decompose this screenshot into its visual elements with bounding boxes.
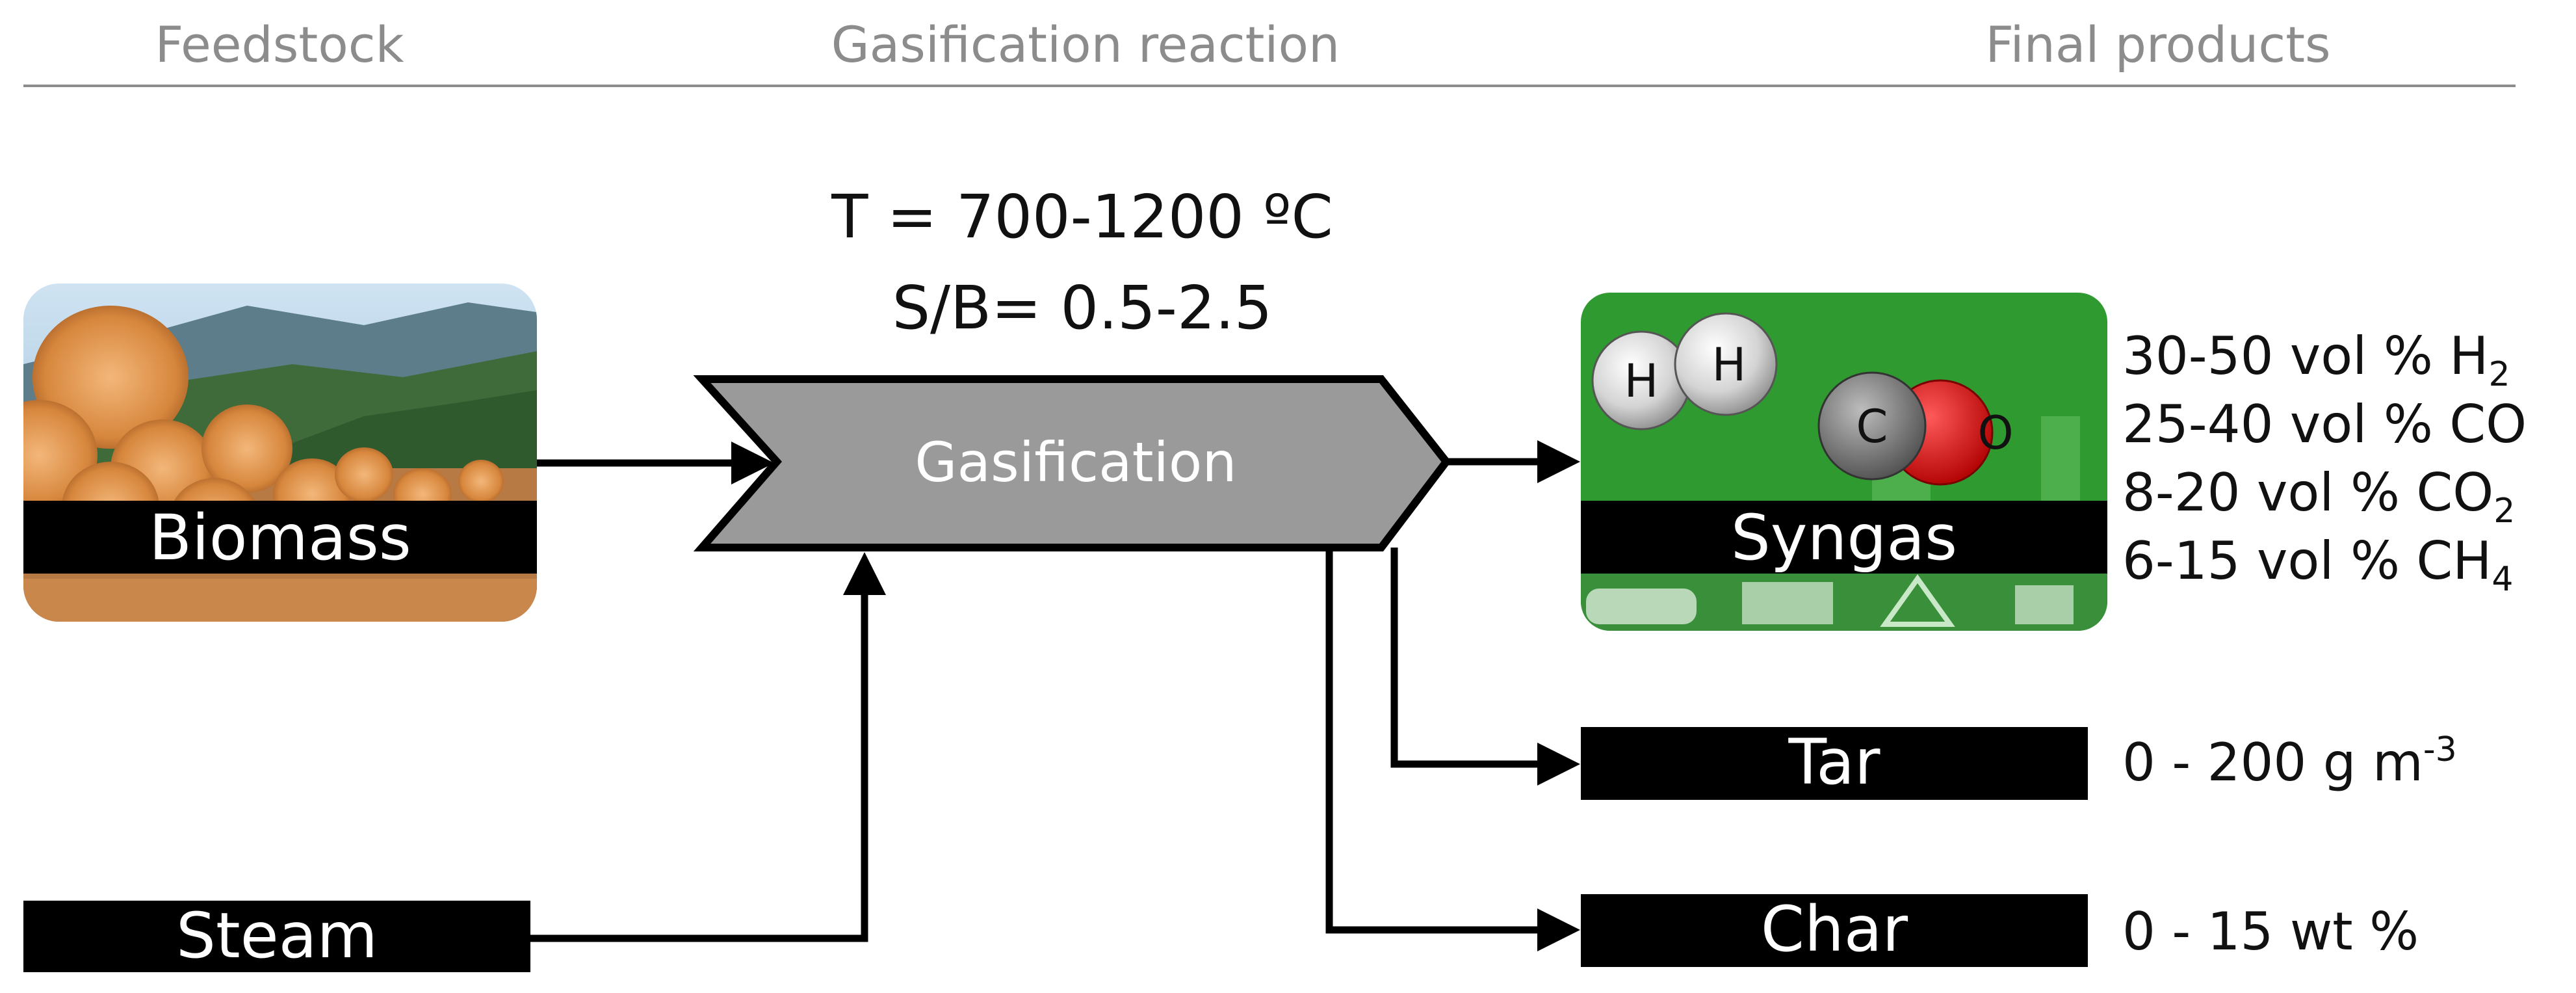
hydrogen-symbol-1: H [1624, 354, 1659, 408]
tar-value: 0 - 200 g m-3 [2122, 730, 2457, 793]
char-value: 0 - 15 wt % [2122, 901, 2419, 962]
hydrogen-symbol-2: H [1712, 338, 1747, 391]
tar-label-bar [1581, 727, 2088, 800]
temperature-condition: T = 700-1200 ºC [831, 182, 1333, 252]
syngas-image [1581, 293, 2107, 631]
syngas-label: Syngas [1731, 501, 1957, 574]
char-label-bar [1581, 894, 2088, 967]
steam-biomass-ratio: S/B= 0.5-2.5 [892, 273, 1273, 343]
steam-to-gasifier-arrow [530, 552, 886, 942]
biomass-image [23, 284, 537, 622]
gasifier-to-tar-arrow [1390, 548, 1580, 786]
biomass-label: Biomass [149, 501, 411, 574]
gasifier-to-char-arrow [1325, 548, 1580, 951]
hydrogen-atom-2 [1674, 312, 1778, 416]
syngas-label-bar [1581, 501, 2107, 574]
composition-co: 25-40 vol % CO [2122, 394, 2527, 455]
carbon-symbol: C [1856, 400, 1888, 453]
gasifier-label: Gasification [915, 430, 1236, 494]
composition-ch4: 6-15 vol % CH4 [2122, 531, 2514, 599]
steam-label: Steam [176, 899, 378, 972]
oxygen-symbol: O [1977, 406, 2013, 460]
tar-label: Tar [1788, 726, 1880, 799]
carbon-atom [1817, 371, 1927, 481]
header-feedstock: Feedstock [155, 16, 404, 73]
char-label: Char [1761, 893, 1908, 966]
syngas-composition: 30-50 vol % H2 25-40 vol % CO 8-20 vol %… [2122, 326, 2527, 599]
composition-h2: 30-50 vol % H2 [2122, 326, 2510, 394]
biomass-label-bar [23, 501, 537, 574]
header-reaction: Gasification reaction [831, 16, 1340, 73]
header-products: Final products [1985, 16, 2330, 73]
gasifier-block [693, 375, 1451, 551]
composition-co2: 8-20 vol % CO2 [2122, 462, 2515, 531]
steam-label-bar [23, 901, 530, 972]
